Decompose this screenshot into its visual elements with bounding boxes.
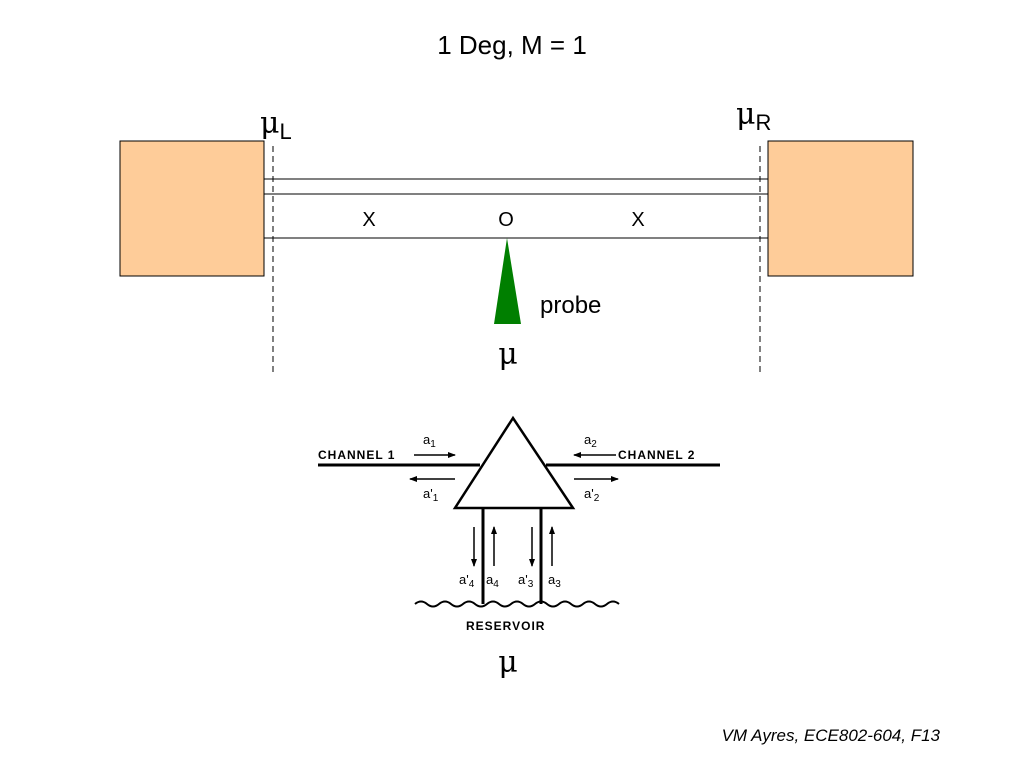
mu-left-symbol: μL xyxy=(260,106,292,144)
left-contact xyxy=(119,140,265,277)
label-a3-prime: a'3 xyxy=(518,572,534,590)
channel-2-label: CHANNEL 2 xyxy=(618,448,695,462)
label-a1: a1 xyxy=(423,432,436,450)
marker-x-left: X xyxy=(362,209,375,231)
mu-right-subscript: R xyxy=(756,110,772,135)
label-a2-prime: a'2 xyxy=(584,486,600,504)
top-diagram: μL μR X O X probe μ xyxy=(119,97,914,376)
marker-x-right: X xyxy=(631,209,644,231)
label-a1-prime: a'1 xyxy=(423,486,439,504)
label-a3: a3 xyxy=(548,572,561,590)
probe-label: probe xyxy=(540,292,601,319)
probe-mu-symbol: μ xyxy=(498,337,518,372)
mu-right-symbol: μR xyxy=(736,97,771,135)
label-a4: a4 xyxy=(486,572,499,590)
label-a2: a2 xyxy=(584,432,597,450)
footer-credit: VM Ayres, ECE802-604, F13 xyxy=(721,726,940,745)
label-a4-prime: a'4 xyxy=(459,572,475,590)
scatterer-triangle xyxy=(452,415,576,510)
marker-o-center: O xyxy=(498,209,514,231)
reservoir-wavy-line xyxy=(414,600,620,608)
slide-title: 1 Deg, M = 1 xyxy=(437,30,587,60)
bottom-diagram: CHANNEL 1 CHANNEL 2 RESERVOIR a1 a'1 a2 … xyxy=(318,415,720,680)
reservoir-label: RESERVOIR xyxy=(466,619,545,633)
channel-1-label: CHANNEL 1 xyxy=(318,448,395,462)
reservoir-mu-symbol: μ xyxy=(498,645,518,680)
right-contact xyxy=(767,140,914,277)
mu-left-subscript: L xyxy=(280,119,292,144)
probe-tip xyxy=(494,238,521,324)
